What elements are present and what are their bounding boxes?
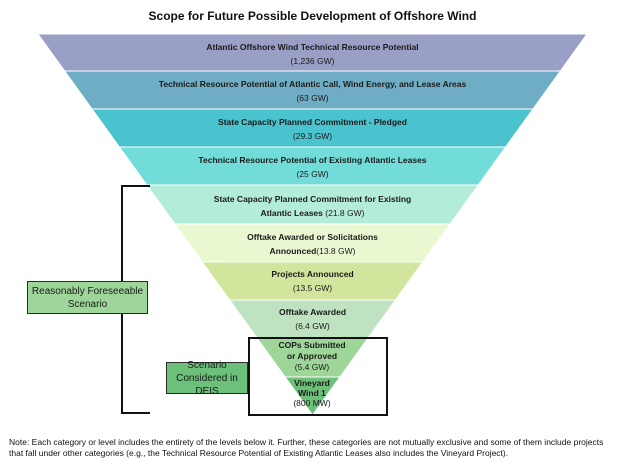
level-7-label: Projects Announced(13.5 GW): [271, 269, 354, 293]
level-1-label: Atlantic Offshore Wind Technical Resourc…: [206, 42, 419, 66]
level-4-label: Technical Resource Potential of Existing…: [198, 155, 427, 179]
level-9-label: COPs Submitted or Approved (5.4 GW): [278, 340, 346, 372]
level-6-label: Offtake Awarded or Solicitations Announc…: [247, 232, 378, 256]
level-8-label: Offtake Awarded(6.4 GW): [278, 307, 347, 331]
funnel-diagram: [37, 33, 588, 416]
footnote: Note: Each category or level includes th…: [9, 437, 604, 458]
reasonably-foreseeable-label: Reasonably Foreseeable Scenario: [27, 281, 148, 314]
level-5-label: State Capacity Planned Commitment for Ex…: [213, 194, 412, 218]
level-10-label: Vineyard Wind 1 (800 MW): [293, 378, 331, 408]
scenario-deis-label: Scenario Considered in DEIS: [166, 360, 248, 397]
deis-box: [248, 337, 388, 416]
funnel-band-10: [284, 376, 341, 416]
level-3-label: State Capacity Planned Commitment - Pled…: [218, 117, 407, 141]
level-2-label: Technical Resource Potential of Atlantic…: [158, 79, 467, 103]
diagram-title: Scope for Future Possible Development of…: [148, 9, 477, 23]
